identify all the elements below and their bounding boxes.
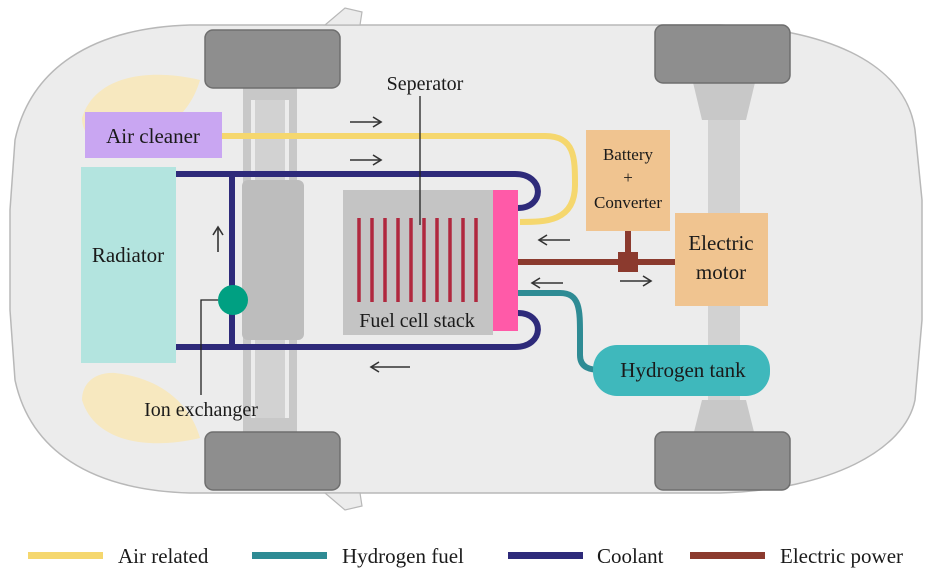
converter-label: Converter (594, 193, 662, 212)
radiator-label: Radiator (92, 243, 164, 267)
arrow-left-icon (369, 361, 410, 373)
arrow-right-icon (620, 275, 653, 287)
front-axle (240, 55, 304, 465)
fuel-cell-stack-label: Fuel cell stack (359, 310, 475, 332)
legend-label-air: Air related (118, 544, 209, 568)
electric-motor-box (675, 213, 768, 306)
mirror-bottom (323, 492, 363, 511)
ion-exchanger-label: Ion exchanger (144, 399, 258, 421)
mirror-top (323, 7, 363, 26)
ion-exchanger-leader (200, 299, 218, 395)
legend-swatch-electric (690, 552, 765, 559)
headlight-bottom (82, 372, 200, 444)
arrow-left-icon (530, 277, 563, 289)
legend-label-coolant: Coolant (597, 544, 664, 568)
arrow-up-icon (212, 225, 224, 252)
stack-end-plate (493, 190, 518, 331)
ion-exchanger (218, 285, 248, 315)
battery-label: Battery (603, 145, 654, 164)
air-cleaner-box (85, 112, 222, 158)
coolant-loop (175, 171, 541, 350)
separator-label: Seperator (387, 73, 464, 95)
air-line (220, 133, 579, 225)
air-cleaner-label: Air cleaner (106, 124, 200, 148)
separator-bars (357, 218, 478, 302)
wheel-front-right (204, 431, 341, 491)
arrow-left-icon (537, 234, 570, 246)
legend-swatch-hydrogen (252, 552, 327, 559)
hydrogen-tank-label: Hydrogen tank (620, 358, 746, 382)
motor-label-line1: Electric (688, 231, 753, 255)
legend-label-electric: Electric power (780, 544, 903, 568)
legend-swatch-air (28, 552, 103, 559)
wheel-front-left (204, 29, 341, 89)
hydrogen-line (518, 290, 603, 373)
wheel-rear-right (654, 431, 791, 491)
arrow-right-icon (350, 116, 383, 128)
motor-label-line2: motor (696, 260, 746, 284)
radiator-box (81, 167, 176, 363)
legend-label-hydrogen: Hydrogen fuel (342, 544, 464, 568)
battery-plus-label: + (623, 168, 633, 187)
wheel-rear-left (654, 24, 791, 84)
flow-arrows (212, 116, 653, 373)
fuel-cell-stack (343, 190, 493, 335)
electric-lines (518, 230, 675, 272)
legend: Air related Hydrogen fuel Coolant Electr… (28, 544, 903, 568)
hydrogen-tank (593, 345, 770, 396)
legend-swatch-coolant (508, 552, 583, 559)
arrow-right-icon (350, 154, 383, 166)
battery-converter-box (586, 130, 670, 231)
